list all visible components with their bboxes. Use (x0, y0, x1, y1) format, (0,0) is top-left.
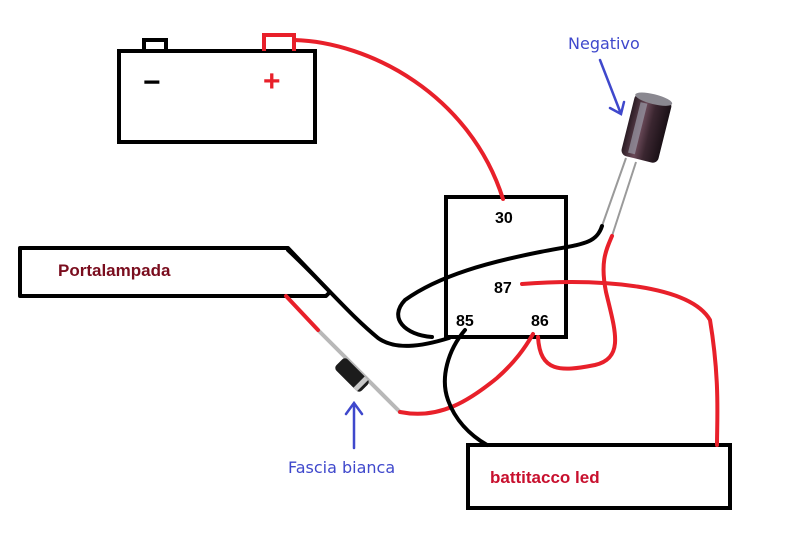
lamp-holder: Portalampada (18, 246, 332, 298)
capacitor: Negativo (568, 34, 673, 237)
diode: Fascia bianca (288, 328, 402, 477)
wire-diode-to-86 (398, 332, 535, 416)
relay-pin-30-label: 30 (495, 210, 513, 227)
wire-86-to-capacitor (536, 234, 618, 371)
wire-lamp-to-diode (284, 294, 320, 332)
battery-minus-label: − (143, 66, 161, 99)
led-strip-label: battitacco led (490, 468, 600, 487)
led-strip-body (466, 443, 732, 510)
black-wires (286, 224, 604, 447)
capacitor-label: Negativo (568, 34, 640, 53)
capacitor-lead-left (601, 157, 627, 227)
lamp-holder-label: Portalampada (58, 261, 171, 280)
wire-capacitor-to-87-loop (396, 224, 604, 339)
relay: 30 87 85 86 (444, 195, 568, 339)
red-wires (284, 38, 720, 447)
battery-positive-terminal (262, 33, 296, 51)
capacitor-stripe (628, 102, 648, 155)
diode-label: Fascia bianca (288, 458, 395, 477)
relay-pin-87-label: 87 (494, 280, 512, 297)
battery-plus-label: + (263, 65, 281, 98)
capacitor-arrow (598, 58, 626, 116)
capacitor-lead-right (611, 161, 637, 237)
wire-87-to-led (520, 280, 720, 447)
wire-battery-plus-to-30 (292, 38, 505, 201)
wire-lamp-to-85 (286, 248, 451, 348)
relay-pin-85-label: 85 (456, 313, 474, 330)
battery-body (117, 49, 317, 144)
relay-body (444, 195, 568, 339)
battery-negative-terminal (142, 38, 168, 51)
diode-band (353, 376, 369, 392)
led-strip: battitacco led (466, 443, 732, 510)
battery: − + (117, 33, 317, 144)
diode-arrow (344, 400, 364, 450)
relay-pin-86-label: 86 (531, 313, 549, 330)
capacitor-top (635, 92, 673, 106)
wire-85-to-led (442, 328, 489, 447)
